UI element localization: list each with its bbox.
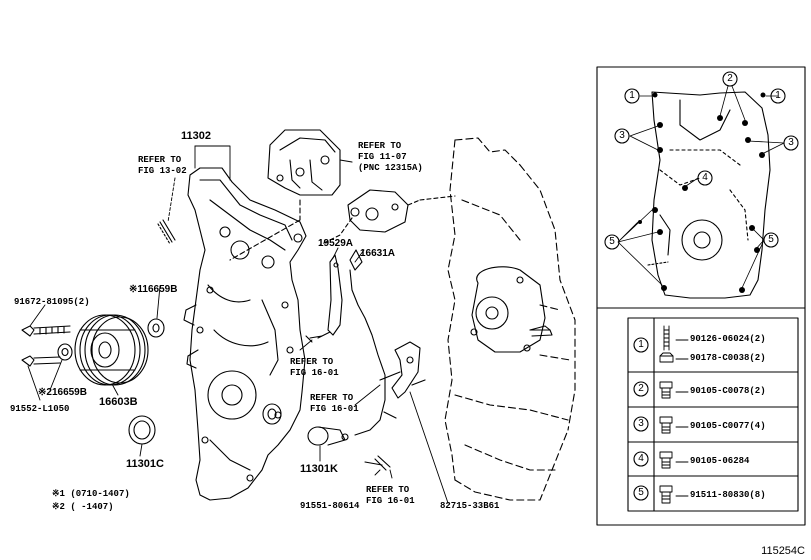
refer-line: REFER TO bbox=[138, 155, 182, 165]
refer-line: FIG 11-07 bbox=[358, 152, 407, 162]
inset-callout-4: 4 bbox=[702, 172, 708, 183]
refer-fig-16-01-a[interactable]: REFER TO FIG 16-01 bbox=[290, 357, 339, 379]
legend-row-1-part-b: 90178-C0038(2) bbox=[690, 353, 766, 363]
refer-line: (PNC 12315A) bbox=[358, 163, 423, 173]
label-82715-33B61: 82715-33B61 bbox=[440, 501, 500, 511]
legend-table-grid bbox=[627, 317, 799, 512]
refer-fig-16-01-b[interactable]: REFER TO FIG 16-01 bbox=[310, 393, 359, 415]
inset-callout-leaders bbox=[617, 85, 785, 289]
refer-line: REFER TO bbox=[358, 141, 402, 151]
label-11302: 11302 bbox=[181, 130, 211, 142]
engine-block-outline bbox=[444, 137, 576, 501]
legend-row-4-part: 90105-06284 bbox=[690, 456, 750, 466]
refer-line: REFER TO bbox=[290, 357, 334, 367]
label-11301C: 11301C bbox=[126, 458, 164, 470]
label-19529A: 19529A bbox=[318, 238, 354, 249]
inset-callout-5-right: 5 bbox=[768, 234, 774, 245]
legend-row-3-num: 3 bbox=[638, 418, 644, 429]
washer-16659B-lower bbox=[57, 343, 73, 361]
label-16659B-2: ※216659B bbox=[38, 387, 87, 398]
refer-fig-11-07[interactable]: REFER TO FIG 11-07 (PNC 12315A) bbox=[358, 141, 423, 174]
inset-frame bbox=[596, 66, 806, 526]
label-16631A: 16631A bbox=[360, 248, 396, 259]
legend-row-1-part-a: 90126-06024(2) bbox=[690, 334, 766, 344]
refer-fig-16-01-c[interactable]: REFER TO FIG 16-01 bbox=[366, 485, 415, 507]
pulley-bolt-91672 bbox=[21, 325, 71, 337]
legend-row-1-num: 1 bbox=[638, 339, 644, 350]
legend-row-3-part: 90105-C0077(4) bbox=[690, 421, 766, 431]
label-16603B: 16603B bbox=[99, 396, 138, 408]
refer-fig-13-02[interactable]: REFER TO FIG 13-02 bbox=[138, 155, 187, 177]
legend-row-5-part: 91511-80830(8) bbox=[690, 490, 766, 500]
engine-mount-bracket bbox=[229, 129, 353, 261]
bolt-91551-80614 bbox=[364, 455, 391, 471]
refer-line: REFER TO bbox=[366, 485, 410, 495]
note-1: ※1 (0710-1407) bbox=[52, 489, 130, 499]
pulley-bolt-91552 bbox=[21, 355, 61, 367]
leader-lines bbox=[27, 145, 449, 504]
oil-seal-11301C bbox=[128, 415, 156, 445]
figure-id: 115254C bbox=[761, 545, 805, 557]
legend-bolt-icons bbox=[659, 325, 689, 504]
crankshaft-pulley bbox=[74, 314, 149, 386]
refer-line: FIG 13-02 bbox=[138, 166, 187, 176]
legend-row-2-num: 2 bbox=[638, 383, 644, 394]
inset-callout-circles bbox=[604, 71, 799, 250]
idler-pulley-bracket bbox=[319, 189, 456, 246]
sensor-wire bbox=[349, 249, 401, 436]
refer-line: FIG 16-01 bbox=[290, 368, 339, 378]
stud-bolt-upper bbox=[157, 219, 176, 245]
sensor-bracket-19529A bbox=[317, 254, 343, 339]
label-16659B-1: ※116659B bbox=[129, 284, 178, 295]
applicability-notes: ※1 (0710-1407) ※2 ( -1407) bbox=[52, 488, 130, 514]
inset-callout-1-right: 1 bbox=[775, 90, 781, 101]
note-2: ※2 ( -1407) bbox=[52, 502, 114, 512]
inset-callout-5-left: 5 bbox=[609, 236, 615, 247]
inset-bolt-points bbox=[638, 92, 766, 293]
inset-callout-3-left: 3 bbox=[619, 130, 625, 141]
wire-clamp-bracket bbox=[391, 341, 426, 399]
label-91551-80614: 91551-80614 bbox=[300, 501, 360, 511]
refer-line: REFER TO bbox=[310, 393, 354, 403]
bolt-near-bracket bbox=[305, 335, 323, 343]
label-91672-81095: 91672-81095(2) bbox=[14, 297, 90, 307]
timing-chain-cover bbox=[183, 167, 307, 501]
legend-row-4-num: 4 bbox=[638, 453, 644, 464]
label-91552-L1050: 91552-L1050 bbox=[10, 404, 70, 414]
water-pump bbox=[470, 266, 553, 353]
inset-callout-2: 2 bbox=[727, 73, 733, 84]
inset-callout-1-left: 1 bbox=[629, 90, 635, 101]
inset-cover-outline bbox=[647, 91, 771, 299]
refer-line: FIG 16-01 bbox=[310, 404, 359, 414]
label-11301K: 11301K bbox=[300, 463, 338, 475]
refer-line: FIG 16-01 bbox=[366, 496, 415, 506]
washer-16659B-upper bbox=[147, 318, 165, 338]
crank-position-sensor bbox=[307, 426, 349, 446]
inset-callout-3-right: 3 bbox=[788, 137, 794, 148]
legend-row-5-num: 5 bbox=[638, 487, 644, 498]
legend-row-2-part: 90105-C0078(2) bbox=[690, 386, 766, 396]
